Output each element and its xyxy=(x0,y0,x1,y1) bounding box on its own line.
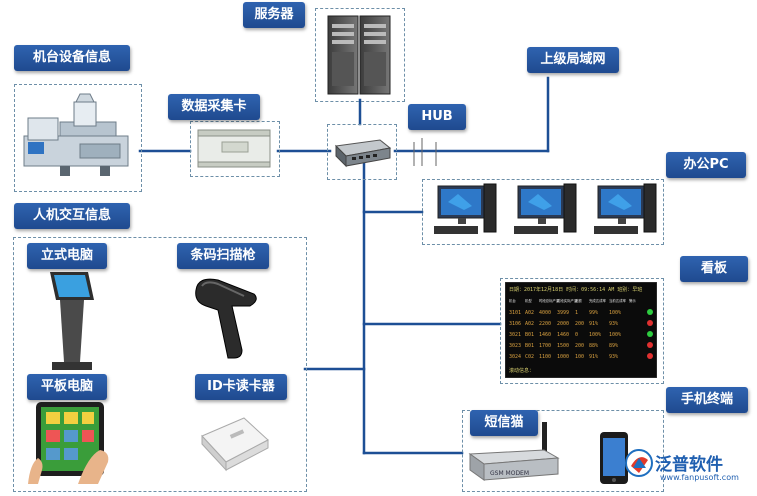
kanban-cell: 4000 xyxy=(539,310,551,316)
data-card-label: 数据采集卡 xyxy=(168,94,260,120)
kanban-cell: 2000 xyxy=(557,321,569,327)
watermark-brand: 泛普软件 xyxy=(655,455,723,475)
sms-box xyxy=(462,410,664,492)
kanban-column-header: 完成达成率 xyxy=(589,298,607,303)
kanban-status-light xyxy=(647,353,653,359)
watermark-url: www.fanpusoft.com xyxy=(660,473,739,482)
server-icon xyxy=(327,15,391,95)
server-label: 服务器 xyxy=(243,2,305,28)
kanban-cell: 3024 xyxy=(509,354,521,360)
molding-machine-icon xyxy=(23,93,129,176)
kanban-status-light xyxy=(647,331,653,337)
kanban-cell: 89% xyxy=(609,343,618,349)
kanban-cell: 200 xyxy=(575,321,584,327)
kanban-cell: 3106 xyxy=(509,321,521,327)
kanban-column-header: 时段总标产量 xyxy=(539,298,560,303)
gsm-modem-icon: GSM MODEM xyxy=(468,422,560,481)
board-label: 看板 xyxy=(680,256,748,282)
kanban-cell: 1100 xyxy=(539,354,551,360)
id-reader-icon xyxy=(201,417,269,472)
tablet-label: 平板电脑 xyxy=(27,374,107,400)
kanban-cell: 1 xyxy=(575,310,578,316)
machine-info-label: 机台设备信息 xyxy=(14,45,130,71)
kanban-cell: C02 xyxy=(525,354,534,360)
kanban-cell: 88% xyxy=(589,343,598,349)
kanban-column-header: 时段实际产量 xyxy=(557,298,578,303)
data-card-icon xyxy=(197,129,271,168)
kanban-column-header: 机型 xyxy=(525,298,532,303)
hmi-info-label: 人机交互信息 xyxy=(14,203,130,229)
kanban-cell: A02 xyxy=(525,310,534,316)
kanban-status-light xyxy=(647,320,653,326)
kanban-footer: 滚动信息： xyxy=(509,367,534,374)
machine-box xyxy=(14,84,142,192)
kanban-cell: A02 xyxy=(525,321,534,327)
kanban-cell: 3021 xyxy=(509,332,521,338)
kanban-column-header: 机台 xyxy=(509,298,516,303)
modem-text: GSM MODEM xyxy=(490,470,529,477)
kanban-cell: 91% xyxy=(589,354,598,360)
office-pcs-icon xyxy=(434,183,657,235)
sms-cat-label: 短信猫 xyxy=(470,410,538,436)
kanban-cell: 100% xyxy=(609,332,621,338)
kanban-cell: 99% xyxy=(589,310,598,316)
kanban-header: 日期：2017年12月18日 时间：09:56:14 AM 班别：早班 xyxy=(509,286,642,293)
brand-logo-icon xyxy=(625,449,653,477)
upper-lan-label: 上级局域网 xyxy=(527,47,619,73)
mobile-phone-icon xyxy=(600,432,628,484)
kanban-cell: 1460 xyxy=(539,332,551,338)
kanban-cell: 0 xyxy=(575,332,578,338)
server-box xyxy=(315,8,405,102)
kanban-cell: 1460 xyxy=(557,332,569,338)
kanban-cell: 100 xyxy=(575,354,584,360)
mobile-label: 手机终端 xyxy=(666,387,748,413)
kanban-columns: 机台 机型 时段总标产量时段实际产量差额 完成达成率当前达成率警示 xyxy=(509,298,636,303)
kanban-cell: 2200 xyxy=(539,321,551,327)
hmi-box xyxy=(13,237,307,492)
kanban-cell: 3023 xyxy=(509,343,521,349)
hub-icon xyxy=(334,139,392,168)
hub-label: HUB xyxy=(408,104,466,130)
data-card-box xyxy=(190,121,280,177)
kanban-cell: 3999 xyxy=(557,310,569,316)
kanban-cell: 100% xyxy=(609,310,621,316)
kanban-cell: 91% xyxy=(589,321,598,327)
kanban-board-icon: 日期：2017年12月18日 时间：09:56:14 AM 班别：早班 机台 机型… xyxy=(505,282,657,378)
kanban-cell: B01 xyxy=(525,343,534,349)
kanban-cell: 100% xyxy=(589,332,601,338)
kanban-cell: 1000 xyxy=(557,354,569,360)
office-box xyxy=(422,179,664,245)
barcode-scanner-icon xyxy=(195,278,257,359)
kiosk-icon xyxy=(50,272,94,370)
kanban-column-header: 警示 xyxy=(629,298,636,303)
office-pc-label: 办公PC xyxy=(666,152,746,178)
board-box xyxy=(500,278,664,384)
kanban-cell: 200 xyxy=(575,343,584,349)
id-reader-label: ID卡读卡器 xyxy=(195,374,287,400)
hub-box xyxy=(327,124,397,180)
kanban-cell: 93% xyxy=(609,354,618,360)
kanban-cell: 1500 xyxy=(557,343,569,349)
kanban-status-light xyxy=(647,342,653,348)
barcode-gun-label: 条码扫描枪 xyxy=(177,243,269,269)
kanban-cell: 3101 xyxy=(509,310,521,316)
kiosk-label: 立式电脑 xyxy=(27,243,107,269)
kanban-cell: 93% xyxy=(609,321,618,327)
tablet-icon xyxy=(28,402,109,484)
kanban-status-light xyxy=(647,309,653,315)
kanban-cell: B01 xyxy=(525,332,534,338)
kanban-column-header: 差额 xyxy=(575,298,582,303)
antenna-icon xyxy=(413,138,437,166)
kanban-cell: 1700 xyxy=(539,343,551,349)
kanban-column-header: 当前达成率 xyxy=(609,298,627,303)
